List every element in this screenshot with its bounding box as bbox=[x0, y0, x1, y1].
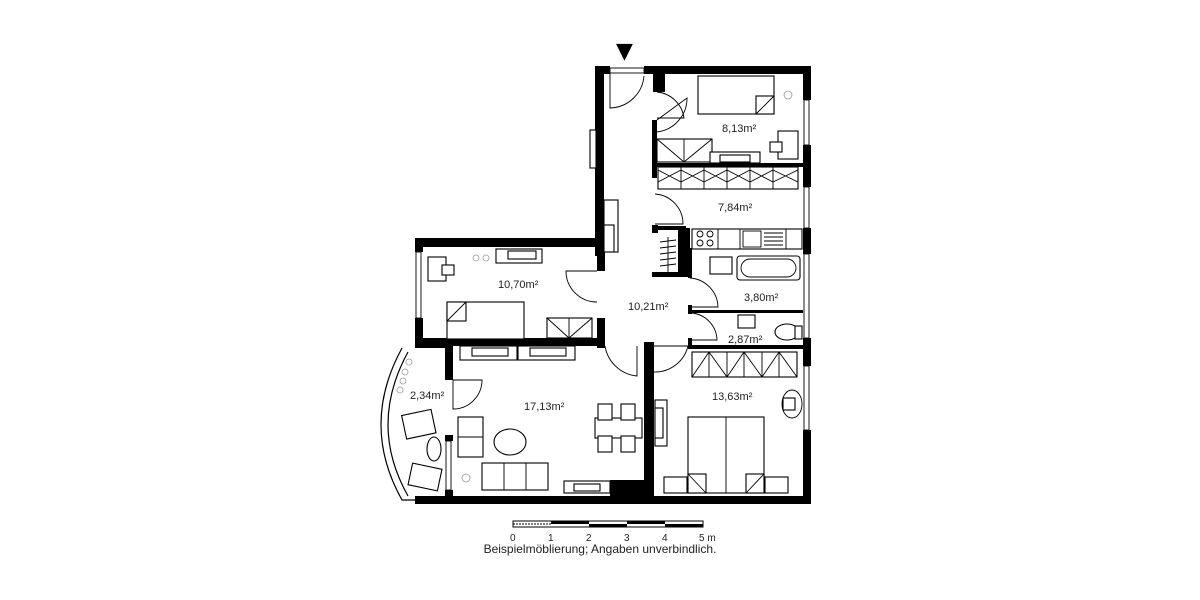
room-area-living-room: 17,13m² bbox=[524, 401, 565, 413]
room-area-wc: 2,87m² bbox=[728, 334, 763, 346]
balcony bbox=[380, 347, 445, 501]
room-area-bathroom: 3,80m² bbox=[744, 292, 779, 304]
kitchen-furniture bbox=[691, 228, 803, 250]
doors bbox=[452, 67, 719, 410]
living-room-furniture bbox=[457, 345, 643, 494]
room-area-balcony: 2,34m² bbox=[410, 390, 445, 402]
interior-walls bbox=[423, 74, 803, 496]
scale-tick-1: 1 bbox=[548, 533, 554, 544]
exterior-walls bbox=[415, 66, 811, 504]
scale-tick-3: 3 bbox=[624, 533, 630, 544]
room-area-hallway: 10,21m² bbox=[628, 301, 669, 313]
room-area-kitchen: 7,84m² bbox=[718, 202, 753, 214]
hallway-furniture bbox=[589, 129, 677, 272]
child-room-furniture bbox=[427, 248, 593, 340]
disclaimer-note: Beispielmöblierung; Angaben unverbindlic… bbox=[483, 542, 717, 556]
room-area-child-room: 10,70m² bbox=[498, 279, 539, 291]
entrance-arrow-icon: ▼ bbox=[616, 39, 633, 64]
room-area-bedroom-small: 8,13m² bbox=[722, 123, 757, 135]
scale-tick-4: 4 bbox=[662, 533, 668, 544]
room-labels: 8,13m² 7,84m² 3,80m² 2,87m² 10,21m² 10,7… bbox=[410, 123, 779, 413]
master-bedroom-furniture bbox=[654, 351, 803, 494]
scale-tick-5: 5 m bbox=[699, 533, 716, 544]
room-area-master-bedroom: 13,63m² bbox=[712, 391, 753, 403]
bathroom-fixtures bbox=[709, 255, 803, 341]
scale-bar: 0 1 2 3 4 5 m bbox=[510, 520, 716, 544]
scale-tick-0: 0 bbox=[510, 533, 516, 544]
small-bedroom-furniture bbox=[656, 75, 799, 190]
scale-tick-2: 2 bbox=[586, 533, 592, 544]
